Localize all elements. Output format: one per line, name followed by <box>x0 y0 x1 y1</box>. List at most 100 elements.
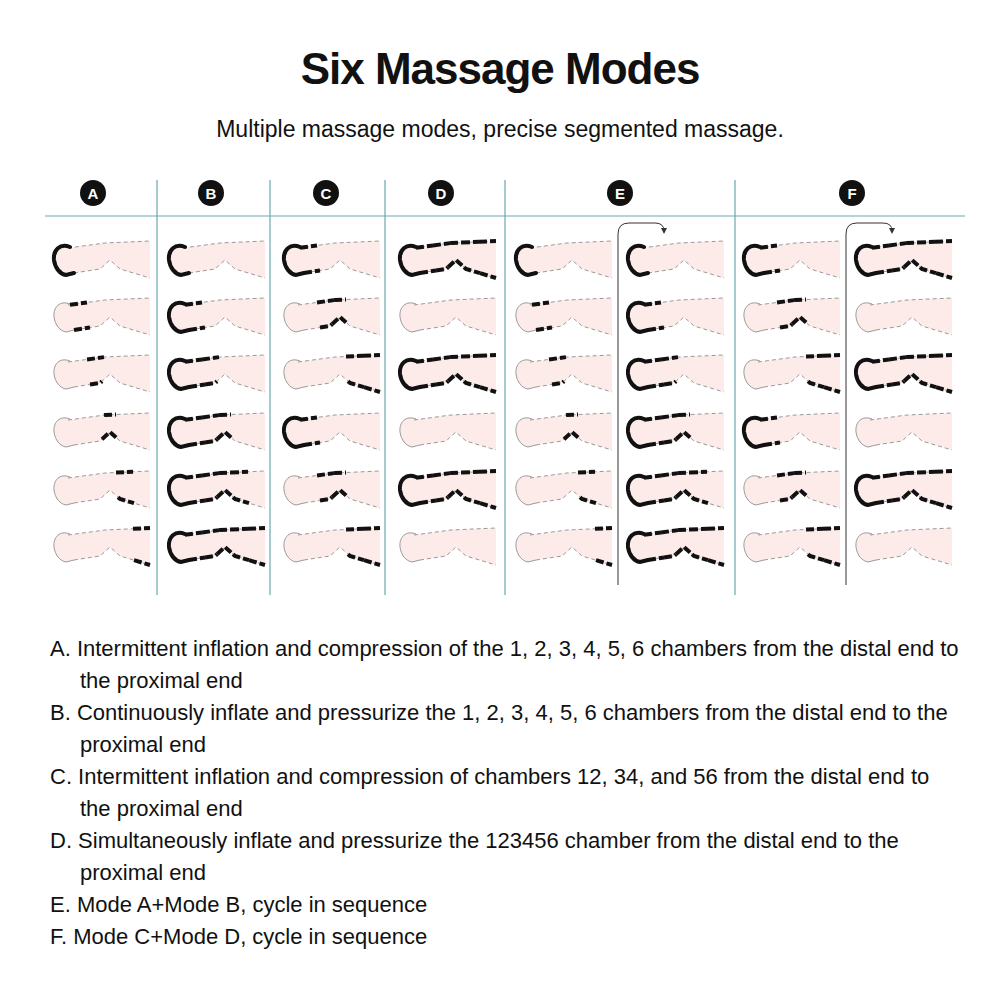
active-chamber <box>450 471 462 476</box>
leg-outline <box>870 413 952 420</box>
leg-outline <box>876 547 952 565</box>
leg-outline <box>183 355 265 362</box>
active-chamber <box>346 354 363 359</box>
leg-fill <box>414 471 496 508</box>
active-chamber <box>189 558 205 560</box>
foot-outline <box>54 246 74 275</box>
active-chamber <box>248 526 265 531</box>
leg-fill <box>642 241 724 278</box>
leg-outline <box>298 355 380 362</box>
leg-outline <box>68 413 150 420</box>
active-chamber <box>479 239 496 244</box>
active-chamber <box>364 387 380 392</box>
active-chamber <box>661 415 678 417</box>
active-chamber <box>648 501 664 503</box>
active-chamber <box>480 387 496 392</box>
mode-letter: D <box>436 186 447 201</box>
leg-fill <box>183 355 265 392</box>
active-chamber <box>872 245 889 247</box>
active-chamber <box>304 443 320 445</box>
active-chamber <box>889 357 906 359</box>
active-chamber <box>678 413 690 418</box>
active-chamber <box>628 360 648 389</box>
leg-figure <box>856 471 952 508</box>
leg-fill <box>414 298 496 335</box>
foot-outline <box>628 418 648 447</box>
leg-outline <box>536 317 612 335</box>
active-chamber <box>892 497 904 500</box>
leg-figure <box>744 241 840 278</box>
active-chamber <box>678 528 690 533</box>
active-chamber <box>824 387 840 392</box>
active-chamber <box>764 271 780 273</box>
active-chamber <box>416 475 433 477</box>
active-chamber <box>416 359 433 361</box>
leg-outline <box>530 355 612 362</box>
leg-outline <box>876 490 952 508</box>
active-chamber <box>231 527 248 532</box>
active-chamber <box>479 469 496 474</box>
leg-outline <box>876 432 952 450</box>
leg-outline <box>183 413 265 420</box>
foot-outline <box>516 360 536 389</box>
active-chamber <box>189 385 205 387</box>
leg-figure <box>744 355 840 392</box>
leg-outline <box>536 260 612 278</box>
leg-outline <box>189 317 265 335</box>
active-chamber <box>420 271 436 273</box>
foot-outline <box>169 533 189 562</box>
active-chamber <box>708 560 724 565</box>
leg-outline <box>758 471 840 478</box>
active-chamber <box>189 443 205 445</box>
cycle-arrow <box>618 223 664 585</box>
leg-figure <box>856 355 952 392</box>
foot-outline <box>628 246 648 275</box>
leg-outline <box>758 241 840 248</box>
leg-outline <box>189 260 265 278</box>
leg-fill <box>183 528 265 565</box>
foot-outline <box>169 303 189 332</box>
active-chamber <box>320 324 332 327</box>
mode-badge: B <box>198 180 224 206</box>
leg-fill <box>870 355 952 392</box>
leg-figure <box>628 528 724 565</box>
leg-figure <box>628 355 724 392</box>
active-chamber <box>464 497 480 503</box>
active-chamber <box>889 243 906 245</box>
active-chamber <box>400 476 420 505</box>
active-chamber <box>678 471 690 476</box>
foot-outline <box>516 533 536 562</box>
foot-outline <box>400 476 420 505</box>
leg-figure <box>54 298 150 335</box>
mode-letter: C <box>321 186 332 201</box>
active-chamber <box>936 273 952 278</box>
active-chamber <box>334 471 346 476</box>
foot-outline <box>54 303 74 332</box>
active-chamber <box>549 357 566 359</box>
active-chamber <box>892 267 904 270</box>
leg-figure <box>400 528 496 565</box>
active-chamber <box>205 439 217 442</box>
active-chamber <box>676 490 692 497</box>
active-chamber <box>664 381 676 384</box>
foot-outline <box>856 360 876 389</box>
leg-fill <box>870 298 952 335</box>
active-chamber <box>450 355 462 360</box>
leg-fill <box>68 413 150 450</box>
active-chamber <box>690 527 707 532</box>
leg-outline <box>642 241 724 248</box>
leg-outline <box>870 298 952 305</box>
leg-outline <box>530 528 612 535</box>
leg-figure <box>628 298 724 335</box>
leg-fill <box>183 241 265 278</box>
leg-outline <box>183 241 265 248</box>
active-chamber <box>760 417 777 419</box>
foot-outline <box>169 360 189 389</box>
leg-fill <box>298 241 380 278</box>
leg-outline <box>530 471 612 478</box>
leg-outline <box>68 528 150 535</box>
leg-figure <box>54 355 150 392</box>
mode-badge: D <box>428 180 454 206</box>
leg-fill <box>530 413 612 450</box>
